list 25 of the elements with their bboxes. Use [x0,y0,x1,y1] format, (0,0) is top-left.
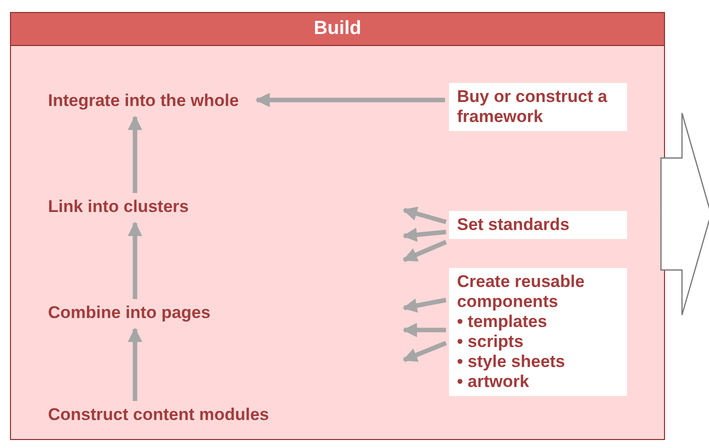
arrow [128,116,142,193]
step-label: Construct content modules [48,405,270,425]
text-card: Buy or construct a framework [449,83,627,131]
panel-header: Build [11,13,664,46]
step-label: Link into clusters [48,197,189,217]
bullet-item: • artwork [457,372,530,392]
text-card: Set standards [449,211,627,239]
arrow [128,222,142,299]
text-card [449,268,627,396]
arrow [402,322,446,338]
arrow [402,240,447,262]
arrow [402,298,446,313]
arrow [402,340,447,362]
arrow [255,92,445,108]
step-label: Combine into pages [48,303,210,323]
arrow [128,328,142,401]
card-heading: Create reusable components [457,272,586,312]
bullet-item: • style sheets [457,352,566,372]
step-label: Integrate into the whole [48,91,239,111]
bullet-item: • templates [457,312,548,332]
build-panel [10,12,665,440]
block-arrow [660,112,709,316]
arrow [402,228,446,242]
bullet-item: • scripts [457,332,524,352]
arrow [402,206,447,224]
